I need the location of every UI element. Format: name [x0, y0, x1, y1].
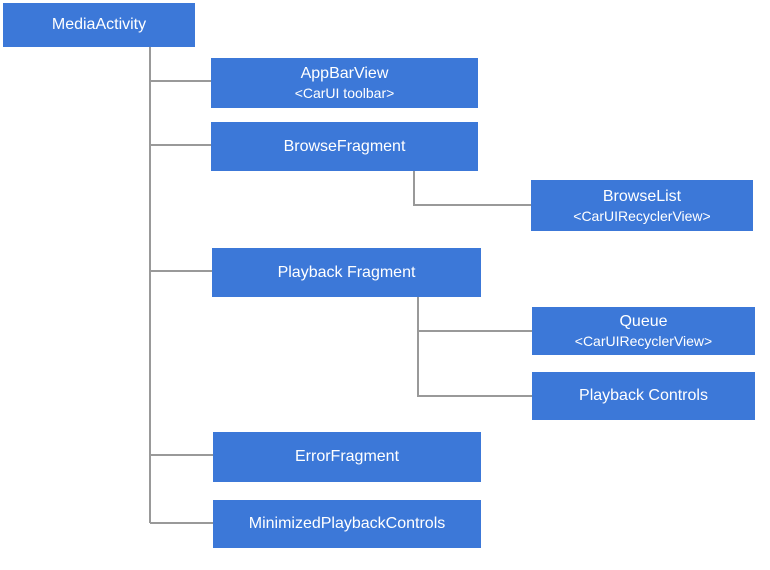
node-playback-controls: Playback Controls [532, 372, 755, 420]
connector-to-browselist [413, 171, 531, 206]
node-queue: Queue <CarUIRecyclerView> [532, 307, 755, 355]
node-label: ErrorFragment [294, 448, 400, 465]
node-sublabel: <CarUIRecyclerView> [573, 207, 711, 224]
node-playback-fragment: Playback Fragment [212, 248, 481, 297]
node-sublabel: <CarUIRecyclerView> [574, 333, 713, 349]
node-label: MinimizedPlaybackControls [248, 515, 446, 532]
node-label: BrowseFragment [283, 137, 406, 155]
node-label: Playback Fragment [277, 263, 416, 281]
node-label: AppBarView [300, 65, 389, 82]
node-label: Queue [619, 313, 668, 330]
node-label: Playback Controls [579, 387, 708, 404]
node-app-bar-view: AppBarView <CarUI toolbar> [211, 58, 478, 108]
node-minimized-playback-controls: MinimizedPlaybackControls [213, 500, 481, 548]
node-sublabel: <CarUI toolbar> [294, 85, 395, 101]
node-browse-fragment: BrowseFragment [211, 122, 478, 171]
node-label: BrowseList [602, 187, 682, 205]
node-label: MediaActivity [51, 16, 147, 33]
node-browse-list: BrowseList <CarUIRecyclerView> [531, 180, 753, 231]
connector-playback-spine [417, 297, 532, 397]
node-media-activity: MediaActivity [3, 3, 195, 47]
node-error-fragment: ErrorFragment [213, 432, 481, 482]
